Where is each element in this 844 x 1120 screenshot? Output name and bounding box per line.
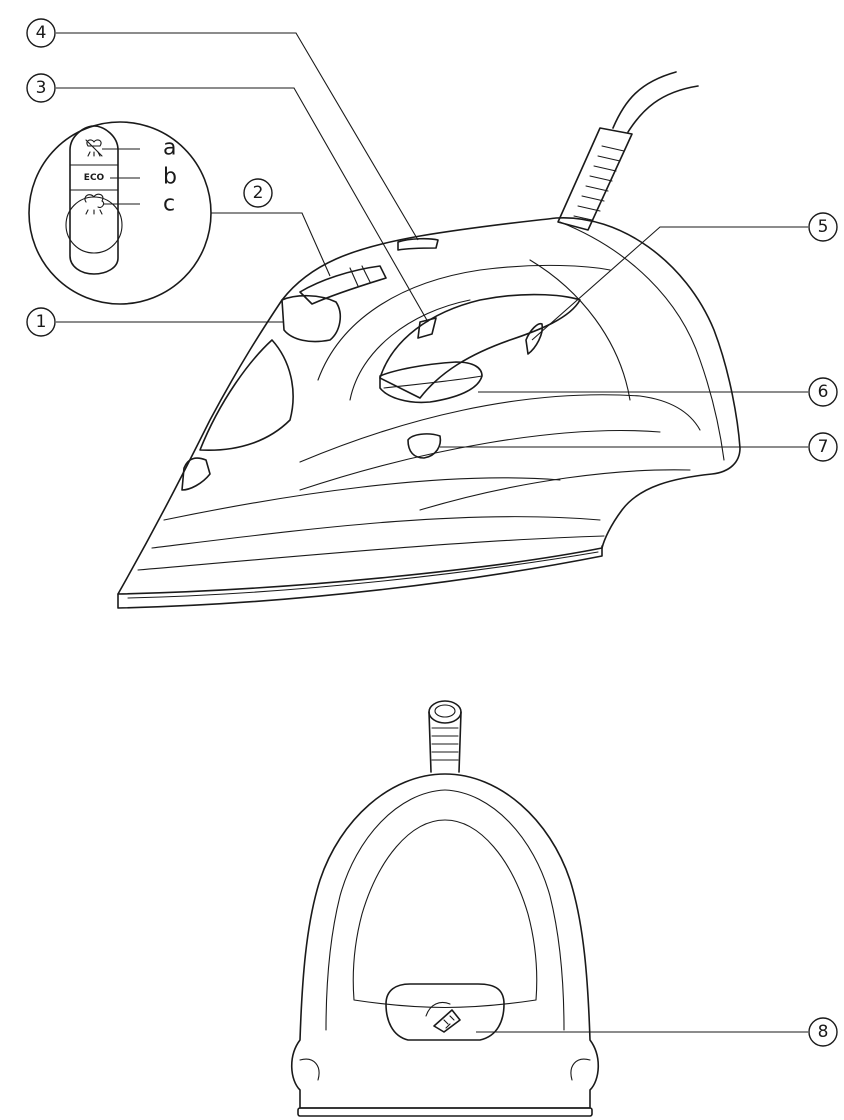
steam-selector-inset: ECO a b c — [28, 121, 331, 305]
temperature-dial — [379, 361, 483, 404]
position-label-c: c — [163, 192, 175, 217]
spray-button — [281, 294, 342, 343]
leader-lines — [56, 32, 808, 1033]
svg-text:2: 2 — [253, 183, 264, 203]
callout-5: 5 — [808, 212, 838, 242]
steam-control — [299, 265, 387, 305]
water-tank-window — [199, 339, 294, 452]
iron-rear-view — [290, 700, 600, 1117]
svg-text:5: 5 — [818, 217, 829, 237]
svg-text:1: 1 — [36, 312, 47, 332]
max-steam-icon — [84, 193, 105, 215]
callout-4: 4 — [26, 18, 56, 48]
cord-sleeve — [428, 700, 462, 773]
callout-8: 8 — [808, 1017, 838, 1047]
light-indicator — [407, 433, 442, 459]
callout-3: 3 — [26, 73, 56, 103]
svg-text:4: 4 — [36, 23, 47, 43]
no-steam-icon — [85, 139, 103, 157]
rear-housing — [290, 773, 600, 1109]
iron-body-outline — [117, 217, 741, 595]
calc-clean-icon — [425, 1001, 461, 1033]
steam-boost-button — [397, 237, 439, 251]
calc-clean-button — [385, 983, 505, 1041]
soleplate — [117, 545, 603, 609]
spray-nozzle — [181, 457, 211, 491]
svg-text:6: 6 — [818, 382, 829, 402]
svg-text:7: 7 — [818, 437, 829, 457]
callout-6: 6 — [808, 377, 838, 407]
callout-1: 1 — [26, 307, 56, 337]
position-label-a: a — [163, 136, 176, 161]
position-label-b: b — [163, 165, 177, 190]
handle-opening — [379, 293, 581, 399]
iron-side-view — [117, 71, 741, 609]
eco-label: ECO — [84, 173, 105, 183]
svg-text:3: 3 — [36, 78, 47, 98]
callout-2: 2 — [243, 178, 273, 208]
temperature-light — [525, 322, 544, 355]
callout-7: 7 — [808, 432, 838, 462]
svg-text:8: 8 — [818, 1022, 829, 1042]
power-cord — [557, 71, 699, 231]
rear-soleplate — [297, 1107, 593, 1117]
filling-inlet — [417, 317, 437, 339]
